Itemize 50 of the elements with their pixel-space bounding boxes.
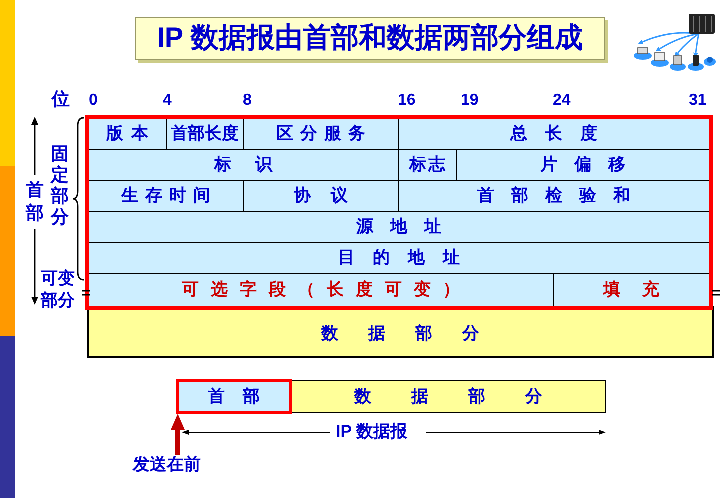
section-name: 数据部分 xyxy=(320,324,510,344)
bit-number: 19 xyxy=(461,91,479,111)
title: IP 数据报由首部和数据两部分组成 xyxy=(157,22,583,55)
field-cell xyxy=(167,119,244,150)
section-label: 首部 xyxy=(26,179,45,225)
segment-name: 数据部分 xyxy=(353,386,582,406)
field-cell xyxy=(89,119,167,150)
field-cell xyxy=(89,243,709,274)
field-cell xyxy=(399,119,709,150)
field-name: 区分服务 xyxy=(276,124,372,144)
field-name: 填充 xyxy=(602,280,682,300)
note-text: 发送在前 xyxy=(133,455,215,479)
field-cell xyxy=(554,274,709,306)
bit-number: 4 xyxy=(163,91,172,111)
bit-number: 31 xyxy=(689,91,707,111)
field-name: 总长度 xyxy=(509,124,616,144)
header-frame xyxy=(85,115,713,310)
bit-number: 0 xyxy=(89,91,98,111)
bit-number: 8 xyxy=(243,91,252,111)
field-cell xyxy=(89,274,554,306)
field-name: 协议 xyxy=(293,186,368,206)
field-name: 源地址 xyxy=(356,217,458,237)
field-name: 标识 xyxy=(213,155,296,175)
field-cell xyxy=(89,181,244,212)
field-cell xyxy=(89,150,399,181)
dimension-label: IP 数据报 xyxy=(336,422,408,442)
field-name: 版本 xyxy=(105,124,156,144)
section-label: 固定部分 xyxy=(51,144,70,228)
field-name: 目的地址 xyxy=(337,248,478,268)
header-segment xyxy=(176,379,292,414)
field-cell xyxy=(244,181,399,212)
bit-number: 24 xyxy=(553,91,571,111)
segment-name: 首部 xyxy=(207,386,278,406)
field-name: 可选字段（长度可变） xyxy=(181,280,472,300)
field-cell xyxy=(89,212,709,243)
field-name: 首部长度 xyxy=(171,124,239,144)
field-name: 生存时间 xyxy=(120,186,218,206)
field-name: 片偏移 xyxy=(539,155,642,175)
field-name: 首部检验和 xyxy=(476,186,648,206)
arrow xyxy=(171,414,185,455)
data-segment xyxy=(291,380,606,413)
section-label: 可变部分 xyxy=(41,268,76,312)
field-cell xyxy=(399,150,457,181)
field-cell xyxy=(244,119,399,150)
bit-number: 16 xyxy=(398,91,416,111)
field-name: 标志 xyxy=(408,155,448,175)
field-cell xyxy=(399,181,709,212)
bit-label: 位 xyxy=(52,89,70,109)
field-cell xyxy=(457,150,709,181)
data-section xyxy=(87,306,714,358)
